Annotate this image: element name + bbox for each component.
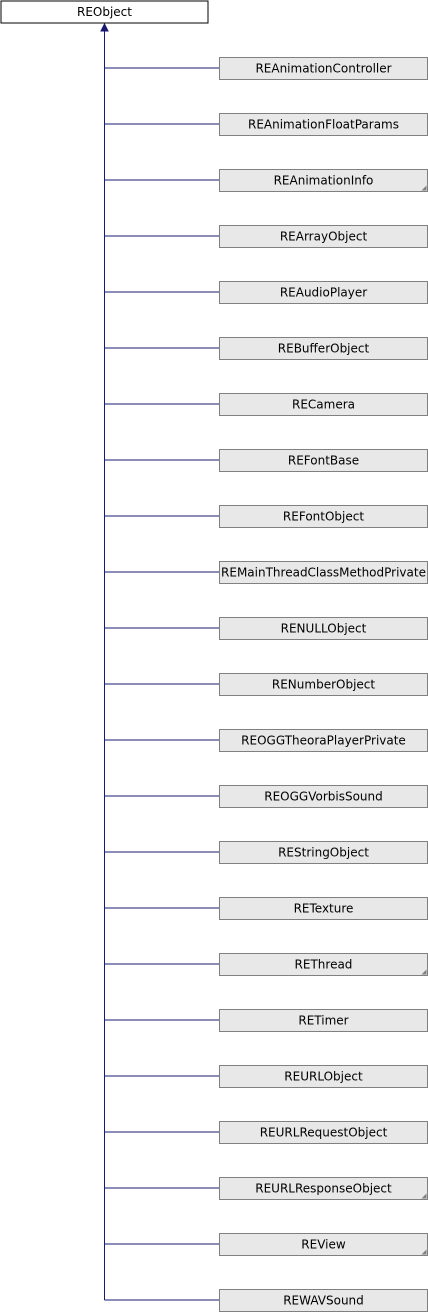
subclass-node-label: REOGGVorbisSound	[264, 790, 383, 804]
subclass-node[interactable]: RENumberObject	[219, 673, 428, 696]
subclass-node-label: REFontBase	[288, 454, 359, 468]
inheritance-arrowhead	[100, 22, 109, 32]
subclass-node[interactable]: REAnimationController	[219, 57, 428, 80]
subclass-node-label: REURLResponseObject	[255, 1182, 392, 1196]
more-subclasses-indicator	[421, 1249, 427, 1255]
subclass-node[interactable]: REAnimationFloatParams	[219, 113, 428, 136]
subclass-node-label: REWAVSound	[283, 1294, 364, 1308]
subclass-node-label: REBufferObject	[278, 342, 370, 356]
subclass-node-label: RECamera	[292, 398, 355, 412]
subclass-node-label: REFontObject	[283, 510, 364, 524]
subclass-node-label: REThread	[295, 958, 353, 972]
subclass-node[interactable]: REOGGTheoraPlayerPrivate	[219, 729, 428, 752]
subclass-node[interactable]: REMainThreadClassMethodPrivate	[219, 561, 428, 584]
subclass-node-label: RETexture	[294, 902, 354, 916]
subclass-node-label: REStringObject	[278, 846, 369, 860]
subclass-node-label: RENumberObject	[272, 678, 376, 692]
subclass-node[interactable]: REView	[219, 1233, 428, 1256]
subclass-node[interactable]: REArrayObject	[219, 225, 428, 248]
subclass-node[interactable]: REOGGVorbisSound	[219, 785, 428, 808]
subclass-node[interactable]: REStringObject	[219, 841, 428, 864]
subclass-node[interactable]: REFontObject	[219, 505, 428, 528]
subclass-node-label: REArrayObject	[280, 230, 368, 244]
subclass-node[interactable]: REBufferObject	[219, 337, 428, 360]
subclass-node-label: REOGGTheoraPlayerPrivate	[241, 734, 406, 748]
subclass-node-label: REAudioPlayer	[280, 286, 367, 300]
inheritance-edges	[100, 22, 219, 1301]
subclass-nodes: REAnimationControllerREAnimationFloatPar…	[219, 57, 428, 1312]
subclass-node[interactable]: REURLResponseObject	[219, 1177, 428, 1200]
subclass-node[interactable]: REAudioPlayer	[219, 281, 428, 304]
subclass-node[interactable]: REFontBase	[219, 449, 428, 472]
subclass-node[interactable]: RECamera	[219, 393, 428, 416]
subclass-node-label: REURLRequestObject	[260, 1126, 388, 1140]
subclass-node[interactable]: REURLRequestObject	[219, 1121, 428, 1144]
subclass-node[interactable]: RENULLObject	[219, 617, 428, 640]
subclass-node-label: REMainThreadClassMethodPrivate	[221, 566, 426, 580]
subclass-node[interactable]: REURLObject	[219, 1065, 428, 1088]
subclass-node-label: REAnimationInfo	[274, 174, 374, 188]
subclass-node[interactable]: REAnimationInfo	[219, 169, 428, 192]
subclass-node[interactable]: REWAVSound	[219, 1289, 428, 1312]
subclass-node-label: RENULLObject	[281, 622, 367, 636]
subclass-node-label: RETimer	[298, 1014, 348, 1028]
subclass-node[interactable]: REThread	[219, 953, 428, 976]
root-node-label: REObject	[77, 5, 132, 19]
root-node[interactable]: REObject	[0, 0, 209, 24]
subclass-node-label: REAnimationFloatParams	[248, 118, 399, 132]
subclass-node[interactable]: RETexture	[219, 897, 428, 920]
more-subclasses-indicator	[421, 969, 427, 975]
subclass-node-label: REAnimationController	[255, 62, 391, 76]
subclass-node[interactable]: RETimer	[219, 1009, 428, 1032]
subclass-node-label: REURLObject	[284, 1070, 363, 1084]
more-subclasses-indicator	[421, 1193, 427, 1199]
more-subclasses-indicator	[421, 185, 427, 191]
subclass-node-label: REView	[301, 1238, 346, 1252]
